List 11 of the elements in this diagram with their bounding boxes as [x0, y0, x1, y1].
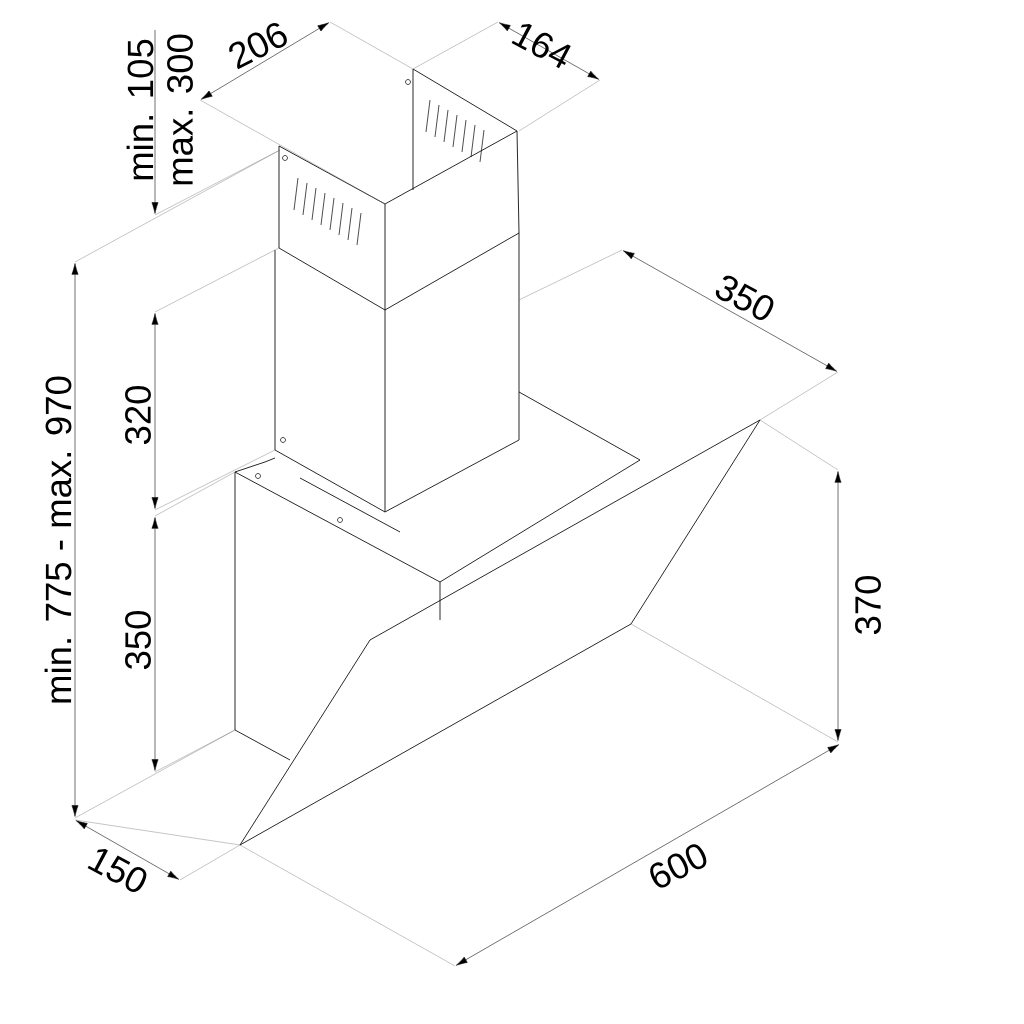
- dimension-label: 370: [855, 575, 881, 635]
- dimension-label: 320: [125, 385, 151, 445]
- dimension-label: 164: [511, 24, 571, 69]
- dimension-label: 600: [650, 844, 707, 888]
- dimension-label: min. 775 - max. 970: [44, 376, 72, 703]
- dimension-label: 150: [87, 849, 147, 892]
- dimension-label: 206: [229, 22, 287, 70]
- dimension-label: 350: [715, 275, 774, 320]
- dimension-label: min. 105: [126, 39, 154, 180]
- dimension-label: 350: [125, 610, 151, 670]
- dimension-label: max. 300: [167, 34, 193, 185]
